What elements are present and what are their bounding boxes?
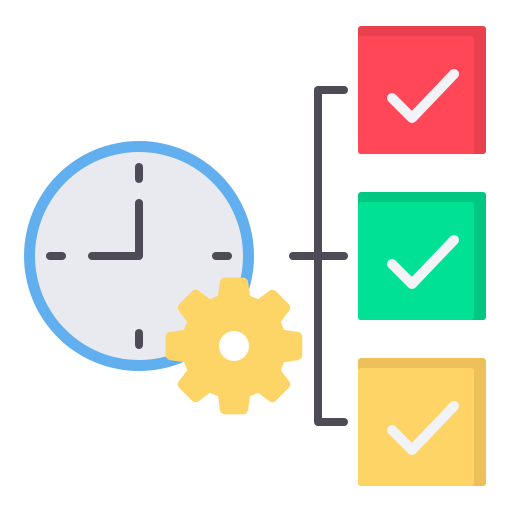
task-red: [358, 26, 486, 154]
checkmark-icon: [387, 235, 459, 289]
clock-hour-marks: [46, 163, 232, 349]
task-box: [358, 36, 474, 154]
task-yellow: [358, 358, 486, 486]
task-box: [358, 368, 474, 486]
checkmark-icon: [387, 69, 459, 123]
task-green: [358, 192, 486, 320]
clock-hands: [88, 199, 143, 260]
gear-icon: [165, 277, 303, 415]
bracket-connector: [289, 86, 348, 426]
task-list: [358, 26, 486, 486]
task-box: [358, 202, 474, 320]
gear-hole: [219, 331, 249, 361]
clock-hand: [88, 199, 143, 260]
checkmark-icon: [387, 401, 459, 455]
